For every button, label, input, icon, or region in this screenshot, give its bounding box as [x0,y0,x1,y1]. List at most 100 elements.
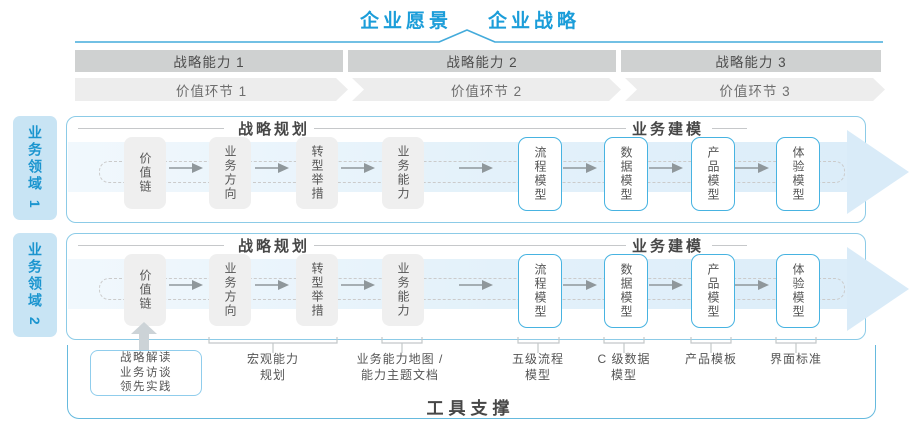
box-experience-model-label: 体验模型 [791,263,805,319]
tool-support-label: 工具支撑 [426,399,515,418]
bracket-connector [208,337,338,353]
note-capability-map: 业务能力地图 / 能力主题文档 [330,352,470,383]
box-data-model: 数据模型 [604,254,648,328]
tool-support-container [67,345,876,419]
header-line [314,128,626,129]
box-value-chain: 价值链 [124,254,166,326]
box-business-direction-label: 业务方向 [223,145,237,201]
caret-line-icon [75,29,883,43]
value-link-2-label: 价值环节 2 [450,83,523,99]
section-header-modeling: 业务建模 [631,238,704,255]
bracket-connector [690,337,732,353]
box-value-chain-label: 价值链 [138,152,152,194]
note-line: 界面标准 [769,352,822,366]
arrow-right-icon [169,280,203,290]
box-data-model-label: 数据模型 [619,263,633,319]
note-macro-capability-planning: 宏观能力 规划 [203,352,343,383]
box-process-model: 流程模型 [518,254,562,328]
title-strategy: 企业战略 [488,11,581,32]
header-line [314,245,626,246]
header-line [712,245,747,246]
note-line: 模型 [524,367,551,382]
input-line-3: 领先实践 [120,381,172,394]
note-line: 能力主题文档 [360,367,439,382]
value-link-3-label: 价值环节 3 [719,83,791,99]
arrow-right-icon [459,163,493,173]
bracket-connector [517,337,560,353]
box-experience-model: 体验模型 [776,137,820,211]
value-link-1-label: 价值环节 1 [175,83,248,99]
section-header-planning: 战略规划 [237,121,310,138]
domain-label-2-text: 业务领域 2 [27,242,43,328]
domain-label-2: 业务领域 2 [13,233,57,337]
box-transformation-initiatives: 转型举措 [296,137,338,209]
value-link-1: 价值环节 1 [75,78,348,101]
up-arrow-icon [131,322,157,350]
input-line-2: 业务访谈 [120,366,172,379]
note-ui-standard: 界面标准 [726,352,866,368]
value-link-2: 价值环节 2 [352,78,621,101]
box-transformation-initiatives-label: 转型举措 [310,145,324,201]
page-title: 企业愿景 企业战略 [60,6,880,33]
section-header-modeling: 业务建模 [631,121,704,138]
box-product-model-label: 产品模型 [706,146,720,202]
arrow-right-icon [735,280,769,290]
arrow-right-icon [341,280,375,290]
arrow-right-icon [649,280,683,290]
box-experience-model: 体验模型 [776,254,820,328]
domain-label-1-text: 业务领域 1 [27,125,43,211]
note-line: C 级数据 [597,352,651,366]
bracket-connector [775,337,817,353]
arrow-right-icon [255,163,289,173]
box-process-model: 流程模型 [518,137,562,211]
box-process-model-label: 流程模型 [533,146,547,202]
input-line-1: 战略解读 [120,352,172,365]
box-product-model: 产品模型 [691,137,735,211]
header-line [78,128,224,129]
box-process-model-label: 流程模型 [533,263,547,319]
arrow-right-icon [169,163,203,173]
box-business-capability: 业务能力 [382,137,424,209]
section-header-planning: 战略规划 [237,238,310,255]
dashed-pipeline [99,161,845,183]
box-business-capability-label: 业务能力 [396,145,410,201]
arrow-right-icon [563,163,597,173]
domain-row-2-panel: 战略规划 业务建模 价值链 业务方向 转型举措 业务能力 流程模型 数据模型 产… [66,233,909,340]
capability-bar-1-label: 战略能力 1 [173,55,245,70]
box-experience-model-label: 体验模型 [791,146,805,202]
box-business-capability-label: 业务能力 [396,262,410,318]
title-vision: 企业愿景 [359,11,452,32]
arrow-right-icon [341,163,375,173]
box-business-direction: 业务方向 [209,137,251,209]
flow-band-arrowhead-icon [847,247,909,331]
box-business-direction-label: 业务方向 [223,262,237,318]
box-transformation-initiatives: 转型举措 [296,254,338,326]
box-data-model: 数据模型 [604,137,648,211]
note-line: 模型 [610,367,637,382]
note-line: 宏观能力 [246,352,299,366]
arrow-right-icon [563,280,597,290]
arrow-right-icon [735,163,769,173]
domain-label-1: 业务领域 1 [13,116,57,220]
header-line [712,128,747,129]
dashed-pipeline [99,278,845,300]
capability-bar-2: 战略能力 2 [348,50,616,72]
capability-bar-1: 战略能力 1 [75,50,343,72]
box-business-capability: 业务能力 [382,254,424,326]
note-line: 业务能力地图 / [356,352,444,366]
note-line: 规划 [259,367,286,382]
box-transformation-initiatives-label: 转型举措 [310,262,324,318]
arrow-right-icon [459,280,493,290]
value-link-3: 价值环节 3 [625,78,885,101]
note-line: 五级流程 [511,352,564,366]
box-data-model-label: 数据模型 [619,146,633,202]
domain-row-1-panel: 战略规划 业务建模 价值链 业务方向 转型举措 业务能力 流程模型 数据模型 产… [66,116,909,223]
flow-band-arrowhead-icon [847,130,909,214]
capability-bar-3-label: 战略能力 3 [715,55,787,70]
bracket-connector [381,337,423,353]
box-product-model: 产品模型 [691,254,735,328]
header-line [78,245,224,246]
note-c-level-data-model: C 级数据 模型 [554,352,694,383]
bracket-connector [603,337,645,353]
